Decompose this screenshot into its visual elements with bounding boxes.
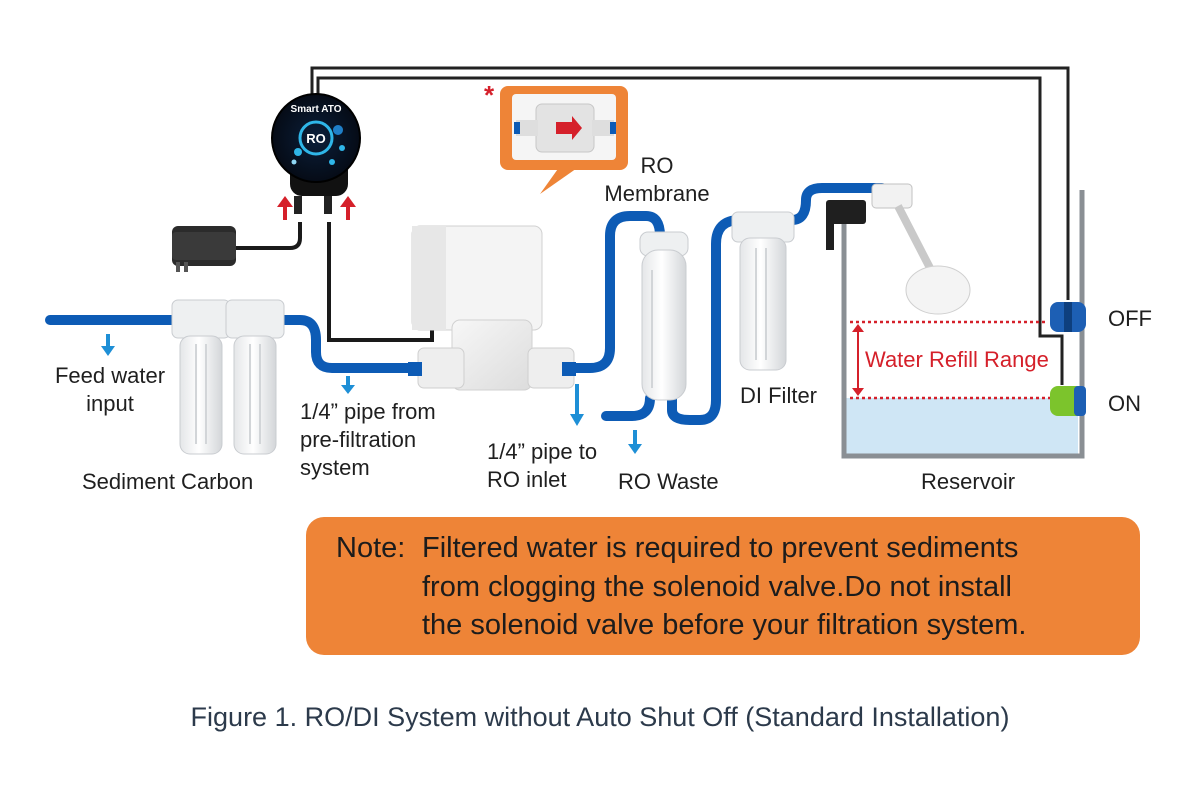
prefilter-pipe-label: 1/4” pipe from pre-filtration system bbox=[300, 399, 436, 480]
valve-cable bbox=[327, 222, 434, 342]
sensor-off-label: OFF bbox=[1108, 306, 1152, 331]
adapter-cable bbox=[236, 222, 302, 250]
signal-arrow-left bbox=[277, 196, 293, 220]
flow-arrow-ro-inlet bbox=[570, 384, 584, 426]
ro-to-di-pipe bbox=[667, 215, 745, 425]
di-to-reservoir-pipe bbox=[779, 183, 887, 225]
sensor-wire-on bbox=[316, 76, 1064, 385]
reservoir-label: Reservoir bbox=[921, 469, 1016, 494]
water-refill-range-marker bbox=[850, 320, 1052, 400]
flow-arrow-feed bbox=[101, 334, 115, 356]
carbon-filter bbox=[225, 299, 285, 455]
ro-membrane-label: RO Membrane bbox=[604, 153, 710, 206]
sensor-on-label: ON bbox=[1108, 391, 1141, 416]
feed-water-label: Feed water input bbox=[54, 363, 166, 416]
water-refill-range-label: Water Refill Range bbox=[865, 347, 1049, 372]
power-adapter bbox=[172, 226, 236, 272]
valve-direction-callout bbox=[500, 86, 628, 194]
flow-arrow-prefilter bbox=[341, 376, 355, 394]
reservoir-tank bbox=[841, 190, 1085, 459]
ro-membrane bbox=[639, 231, 689, 401]
note-text: Filtered water is required to prevent se… bbox=[422, 532, 1027, 641]
flow-arrow-ro-waste bbox=[628, 430, 642, 454]
smart-ato-controller: Smart ATO RO bbox=[271, 93, 361, 214]
sediment-carbon-label: Sediment Carbon bbox=[82, 469, 254, 494]
ato-badge-text: RO bbox=[306, 131, 326, 146]
ro-waste-label: RO Waste bbox=[618, 469, 719, 494]
signal-arrow-right bbox=[340, 196, 356, 220]
ro-waste-pipe bbox=[601, 393, 655, 421]
note-box: Note: Filtered water is required to prev… bbox=[306, 517, 1140, 655]
prefilter-to-valve-pipe bbox=[275, 315, 425, 373]
sensor-off bbox=[1050, 302, 1086, 332]
di-filter bbox=[731, 211, 795, 371]
sensor-on bbox=[1050, 386, 1086, 416]
figure-caption: Figure 1. RO/DI System without Auto Shut… bbox=[190, 702, 1010, 732]
sensor-wire-off bbox=[310, 66, 1070, 300]
valve-to-ro-inlet-pipe bbox=[561, 211, 665, 373]
sediment-filter bbox=[171, 299, 231, 455]
ato-brand-text: Smart ATO bbox=[291, 104, 342, 115]
float-valve bbox=[826, 183, 971, 315]
di-filter-label: DI Filter bbox=[740, 383, 817, 408]
solenoid-valve bbox=[408, 225, 576, 391]
note-prefix: Note: bbox=[336, 532, 406, 564]
asterisk-marker: * bbox=[484, 80, 495, 110]
ro-inlet-pipe-label: 1/4” pipe to RO inlet bbox=[487, 439, 598, 492]
